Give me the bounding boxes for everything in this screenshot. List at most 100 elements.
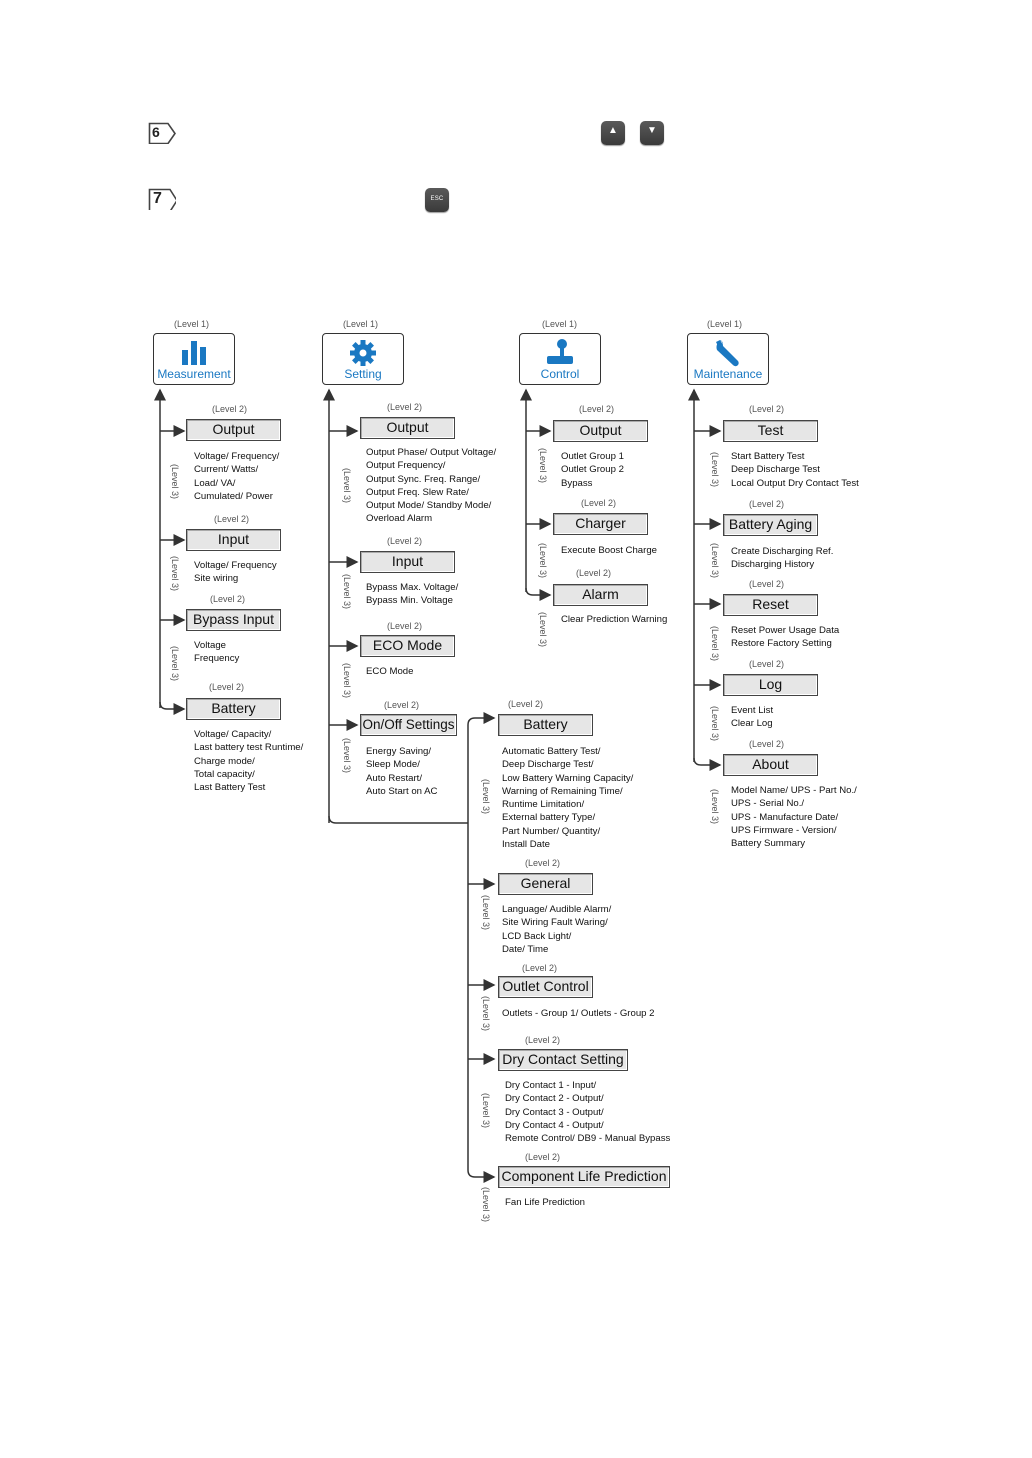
level-3-tag: (Level 3) [481,779,491,815]
desc-line: Energy Saving/ [366,746,432,757]
setting-outlet-control-item[interactable]: Outlet Control [498,976,593,998]
level-3-tag: (Level 3) [342,468,352,504]
desc-line: Low Battery Warning Capacity/ [502,772,634,784]
desc-line: ECO Mode [366,666,414,677]
level-2-tag: (Level 2) [214,514,250,524]
joystick-icon [547,339,573,364]
control-charger-item[interactable]: Charger [553,513,648,535]
level-2-tag: (Level 2) [525,858,561,868]
desc-line: UPS Firmware - Version/ [731,824,837,836]
maintenance-battery-aging-item[interactable]: Battery Aging [723,514,818,536]
setting-component-life-prediction-item[interactable]: Component Life Prediction [498,1166,670,1188]
setting-output-item[interactable]: Output [360,417,455,439]
setting-dry-contact-setting-item[interactable]: Dry Contact Setting [498,1049,628,1071]
setting-on-off-settings-item[interactable]: On/Off Settings [360,714,457,736]
desc-line: External battery Type/ [502,812,596,824]
desc-line: Language/ Audible Alarm/ [502,904,612,915]
measurement-input-item[interactable]: Input [186,529,281,551]
step-6-number: 6 [152,124,160,140]
desc-line: Bypass Min. Voltage [366,595,453,607]
setting-input-item[interactable]: Input [360,551,455,573]
desc-line: Deep Discharge Test [731,464,820,476]
desc-line: Current/ Watts/ [194,464,259,476]
control-alarm-item[interactable]: Alarm [553,584,648,606]
setting-output-desc: Output Phase/ Output Voltage/Output Freq… [366,446,496,526]
measurement-output-item[interactable]: Output [186,419,281,441]
setting-menu[interactable]: Setting [322,333,404,385]
setting-general-item[interactable]: General [498,873,593,895]
maintenance-about-item[interactable]: About [723,754,818,776]
setting-eco-mode-item[interactable]: ECO Mode [360,635,455,657]
setting-general-desc: Language/ Audible Alarm/Site Wiring Faul… [502,903,611,956]
level-2-tag: (Level 2) [579,404,615,414]
desc-line: Clear Log [731,718,773,730]
level-3-tag: (Level 3) [342,663,352,699]
measurement-battery-desc: Voltage/ Capacity/Last battery test Runt… [194,728,303,794]
level-2-tag: (Level 2) [749,579,785,589]
level-3-tag: (Level 3) [710,543,720,579]
level-2-tag: (Level 2) [384,700,420,710]
level-2-tag: (Level 2) [749,404,785,414]
desc-line: Overload Alarm [366,513,433,525]
control-level-tag: (Level 1) [542,319,578,329]
setting-battery-item[interactable]: Battery [498,714,593,736]
setting-eco-mode-desc: ECO Mode [366,665,413,678]
desc-line: Part Number/ Quantity/ [502,825,601,837]
desc-line: Frequency [194,653,240,665]
desc-line: Bypass [561,477,593,489]
desc-line: Voltage/ Capacity/ [194,729,272,740]
control-charger-desc: Execute Boost Charge [561,544,657,557]
desc-line: Install Date [502,839,550,851]
up-arrow-icon: ▲ [608,125,618,136]
level-3-tag: (Level 3) [481,1093,491,1129]
esc-key-button: ESC [425,188,449,212]
step-7-number: 7 [153,190,162,207]
wrench-icon [716,340,739,367]
desc-line: Dry Contact 2 - Output/ [505,1093,604,1105]
desc-line: Voltage [194,640,227,651]
level-3-tag: (Level 3) [538,448,548,484]
desc-line: Runtime Limitation/ [502,799,585,811]
level-3-tag: (Level 3) [538,612,548,648]
control-menu[interactable]: Control [519,333,601,385]
setting-label: Setting [344,367,382,381]
measurement-battery-item[interactable]: Battery [186,698,281,720]
desc-line: Voltage/ Frequency [194,560,277,571]
control-output-item[interactable]: Output [553,420,648,442]
setting-outlet-control-desc: Outlets - Group 1/ Outlets - Group 2 [502,1007,655,1020]
level-2-tag: (Level 2) [576,568,612,578]
maintenance-reset-item[interactable]: Reset [723,594,818,616]
desc-line: Start Battery Test [731,451,805,462]
desc-line: Auto Start on AC [366,785,438,797]
desc-line: Output Freq. Slew Rate/ [366,486,469,498]
maintenance-battery-aging-desc: Create Discharging Ref.Discharging Histo… [731,545,833,572]
setting-battery-desc: Automatic Battery Test/Deep Discharge Te… [502,745,633,851]
setting-component-life-prediction-desc: Fan Life Prediction [505,1196,585,1209]
desc-line: Restore Factory Setting [731,638,832,650]
desc-line: LCD Back Light/ [502,930,572,942]
level-2-tag: (Level 2) [522,963,558,973]
maintenance-menu[interactable]: Maintenance [687,333,769,385]
down-key-button: ▼ [640,121,664,145]
level-3-tag: (Level 3) [170,646,180,682]
level-2-tag: (Level 2) [525,1152,561,1162]
level-3-tag: (Level 3) [342,738,352,774]
control-label: Control [540,367,580,381]
measurement-bypass-input-item[interactable]: Bypass Input [186,609,281,631]
measurement-menu[interactable]: Measurement [153,333,235,385]
desc-line: Dry Contact 4 - Output/ [505,1119,604,1131]
level-3-tag: (Level 3) [710,789,720,825]
maintenance-test-item[interactable]: Test [723,420,818,442]
esc-key-label: ESC [430,196,444,202]
desc-line: Execute Boost Charge [561,545,657,556]
level-2-tag: (Level 2) [749,499,785,509]
maintenance-log-item[interactable]: Log [723,674,818,696]
level-3-tag: (Level 3) [710,626,720,662]
desc-line: Output Sync. Freq. Range/ [366,473,481,485]
desc-line: Deep Discharge Test/ [502,759,594,771]
setting-on-off-settings-desc: Energy Saving/Sleep Mode/Auto Restart/Au… [366,745,437,798]
